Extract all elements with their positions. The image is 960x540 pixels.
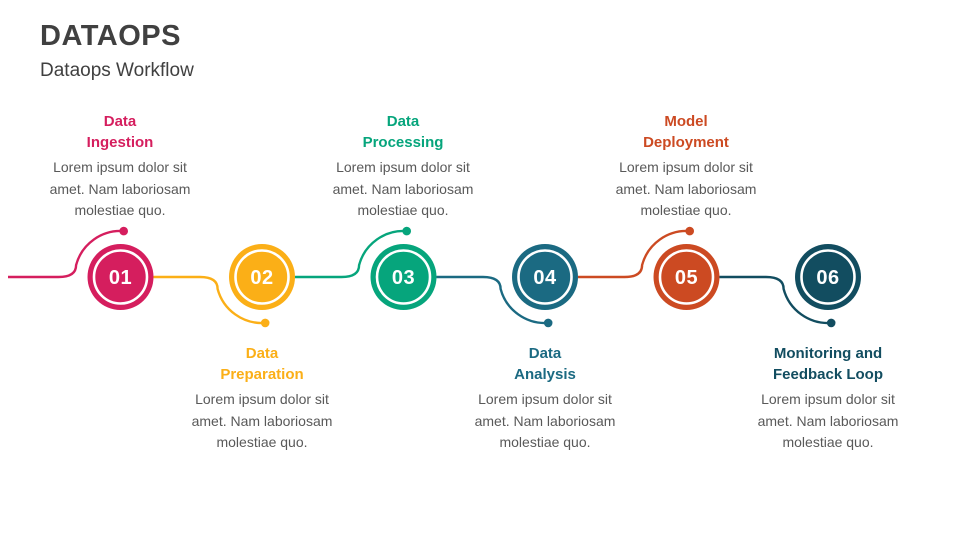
step-circle [795, 244, 861, 310]
arc-end-dot [260, 318, 270, 328]
step-node-02: 02 [229, 244, 295, 310]
timeline-connectors [8, 226, 836, 328]
step-arc-top [341, 229, 407, 279]
step-description: Lorem ipsum dolor sit amet. Nam laborios… [191, 391, 333, 450]
step-title: Data Preparation [162, 343, 362, 385]
step-title-line: Data [528, 345, 562, 362]
step-circle-ring [517, 249, 573, 305]
step-label-monitoring-feedback: Monitoring and Feedback Loop Lorem ipsum… [728, 343, 928, 454]
step-label-data-processing: Data Processing Lorem ipsum dolor sit am… [303, 111, 503, 222]
step-title-line: Model [664, 113, 708, 130]
page-subtitle: Dataops Workflow [40, 60, 194, 81]
step-description: Lorem ipsum dolor sit amet. Nam laborios… [49, 159, 191, 218]
step-number: 02 [250, 267, 273, 289]
step-label-model-deployment: Model Deployment Lorem ipsum dolor sit a… [586, 111, 786, 222]
step-label-data-analysis: Data Analysis Lorem ipsum dolor sit amet… [445, 343, 645, 454]
arc-end-dot [543, 318, 553, 328]
step-title-line: Deployment [643, 134, 729, 151]
step-circle-ring [658, 249, 715, 305]
step-node-04: 04 [512, 244, 578, 310]
step-title-line: Feedback Loop [772, 366, 884, 383]
step-arc-top [58, 229, 124, 279]
step-description: Lorem ipsum dolor sit amet. Nam laborios… [474, 391, 616, 450]
timeline-nodes: 01 02 03 04 05 [87, 244, 861, 310]
step-title-line: Ingestion [86, 134, 154, 151]
step-arc-top [624, 229, 690, 279]
step-label-data-ingestion: Data Ingestion Lorem ipsum dolor sit ame… [20, 111, 220, 222]
step-description: Lorem ipsum dolor sit amet. Nam laborios… [757, 391, 899, 450]
step-title-line: Data [386, 113, 420, 130]
step-circle [87, 244, 154, 310]
arc-end-dot [119, 226, 128, 236]
step-circle [653, 244, 720, 310]
step-title: Data Ingestion [20, 111, 220, 153]
step-description: Lorem ipsum dolor sit amet. Nam laborios… [615, 159, 757, 218]
step-arc-bottom [482, 275, 549, 325]
step-title-line: Monitoring and [773, 345, 883, 362]
step-arc-bottom [199, 275, 266, 325]
step-node-06: 06 [795, 244, 861, 310]
step-label-data-preparation: Data Preparation Lorem ipsum dolor sit a… [162, 343, 362, 454]
step-title: Monitoring and Feedback Loop [728, 343, 928, 385]
step-number: 05 [675, 267, 698, 289]
step-title: Data Processing [303, 111, 503, 153]
step-circle-ring [234, 249, 290, 305]
step-node-01: 01 [87, 244, 154, 310]
step-circle-ring [375, 249, 432, 305]
step-node-05: 05 [653, 244, 720, 310]
step-circle [229, 244, 295, 310]
step-title-line: Analysis [514, 366, 576, 383]
page-title: DATAOPS [40, 20, 181, 52]
step-number: 06 [816, 267, 839, 289]
step-circle [512, 244, 578, 310]
step-number: 01 [109, 267, 132, 289]
step-title-line: Processing [362, 134, 444, 151]
step-circle [370, 244, 437, 310]
arc-end-dot [685, 226, 694, 236]
arc-end-dot [402, 226, 412, 236]
step-title: Model Deployment [586, 111, 786, 153]
step-number: 03 [392, 267, 415, 289]
step-node-03: 03 [370, 244, 437, 310]
step-circle-ring [800, 249, 856, 305]
step-title: Data Analysis [445, 343, 645, 385]
step-description: Lorem ipsum dolor sit amet. Nam laborios… [332, 159, 474, 218]
step-title-line: Data [245, 345, 279, 362]
arc-end-dot [826, 318, 836, 328]
step-circle-ring [92, 249, 149, 305]
step-number: 04 [533, 267, 557, 289]
step-title-line: Preparation [220, 366, 304, 383]
step-arc-bottom [765, 275, 832, 325]
step-title-line: Data [103, 113, 137, 130]
